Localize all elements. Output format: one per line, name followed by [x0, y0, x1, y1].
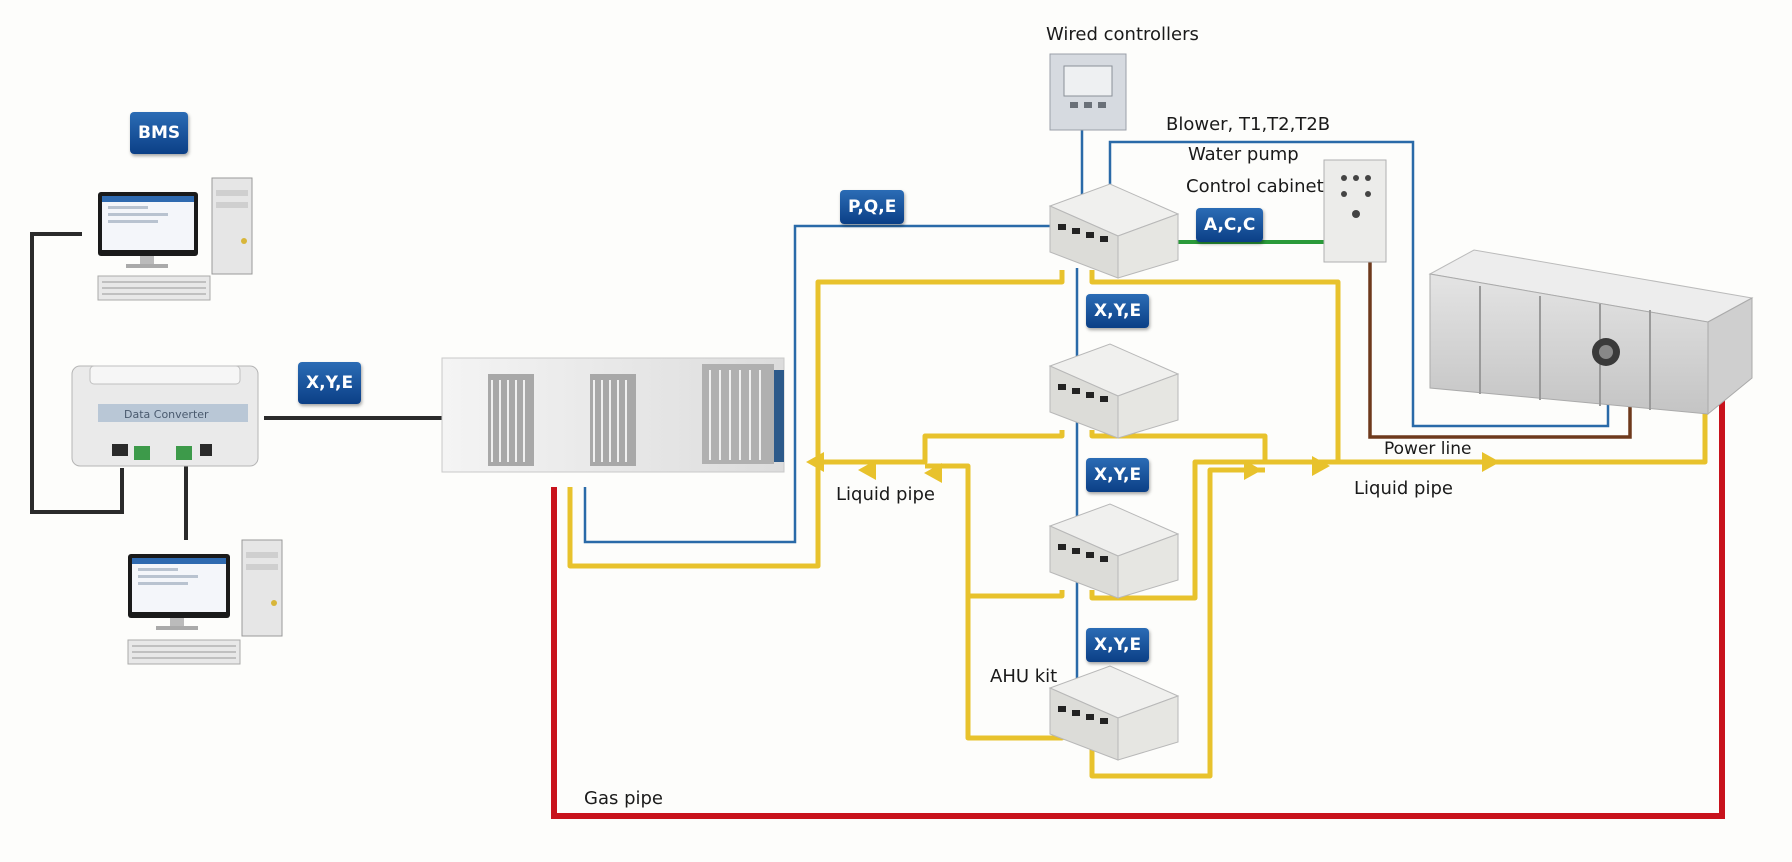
gas-pipe — [551, 356, 1725, 819]
power-line — [1368, 262, 1632, 439]
wired-controllers-label: Wired controllers — [1046, 24, 1199, 45]
liquid-pipes — [567, 270, 1708, 779]
xye-badge-1: X,Y,E — [1086, 294, 1150, 328]
control-cabinet — [1323, 159, 1387, 263]
water-pump-label: Water pump — [1188, 144, 1299, 165]
arrow-left-2 — [858, 460, 876, 480]
blower-signal-line — [1108, 140, 1610, 428]
arrow-right-2 — [1312, 456, 1330, 476]
control-cabinet-label: Control cabinet — [1186, 176, 1324, 197]
xye-badge-2: X,Y,E — [1086, 458, 1150, 492]
wired-controller — [1049, 53, 1127, 131]
pc-bms — [97, 177, 253, 301]
data-converter-label: Data Converter — [124, 408, 209, 421]
bms-to-converter-line — [30, 232, 124, 514]
outdoor-unit — [441, 357, 785, 473]
signal-lines — [583, 130, 1610, 690]
arrow-left-1 — [806, 452, 824, 472]
arrow-right-3 — [1482, 452, 1500, 472]
ahu-kit-2 — [1048, 343, 1180, 439]
pc-bottom — [127, 539, 283, 665]
xye-badge-left: X,Y,E — [298, 362, 362, 404]
gas-pipe-label: Gas pipe — [584, 788, 663, 809]
xye-badge-3: X,Y,E — [1086, 628, 1150, 662]
blower-label: Blower, T1,T2,T2B — [1166, 114, 1330, 135]
comm-lines — [30, 232, 442, 540]
ahu-kit-3 — [1048, 503, 1180, 599]
arrow-left-3 — [924, 463, 942, 483]
liquid-flow-arrows — [806, 452, 1500, 483]
ahu-kits — [1048, 183, 1180, 761]
air-handling-unit — [1428, 249, 1754, 416]
ahu-kit-1 — [1048, 183, 1180, 279]
ahu-kit-label: AHU kit — [990, 666, 1057, 687]
pqe-badge: P,Q,E — [840, 190, 905, 224]
pqe-line — [583, 224, 1055, 544]
bms-badge: BMS — [130, 112, 189, 154]
liquid-pipe-right-label: Liquid pipe — [1354, 478, 1453, 499]
liquid-pipe-left-label: Liquid pipe — [836, 484, 935, 505]
data-converter: Data Converter — [71, 365, 259, 467]
arrow-right-1 — [1244, 460, 1262, 480]
ahu-kit-4 — [1048, 665, 1180, 761]
power-line-label: Power line — [1384, 439, 1471, 459]
acc-badge: A,C,C — [1196, 208, 1264, 242]
